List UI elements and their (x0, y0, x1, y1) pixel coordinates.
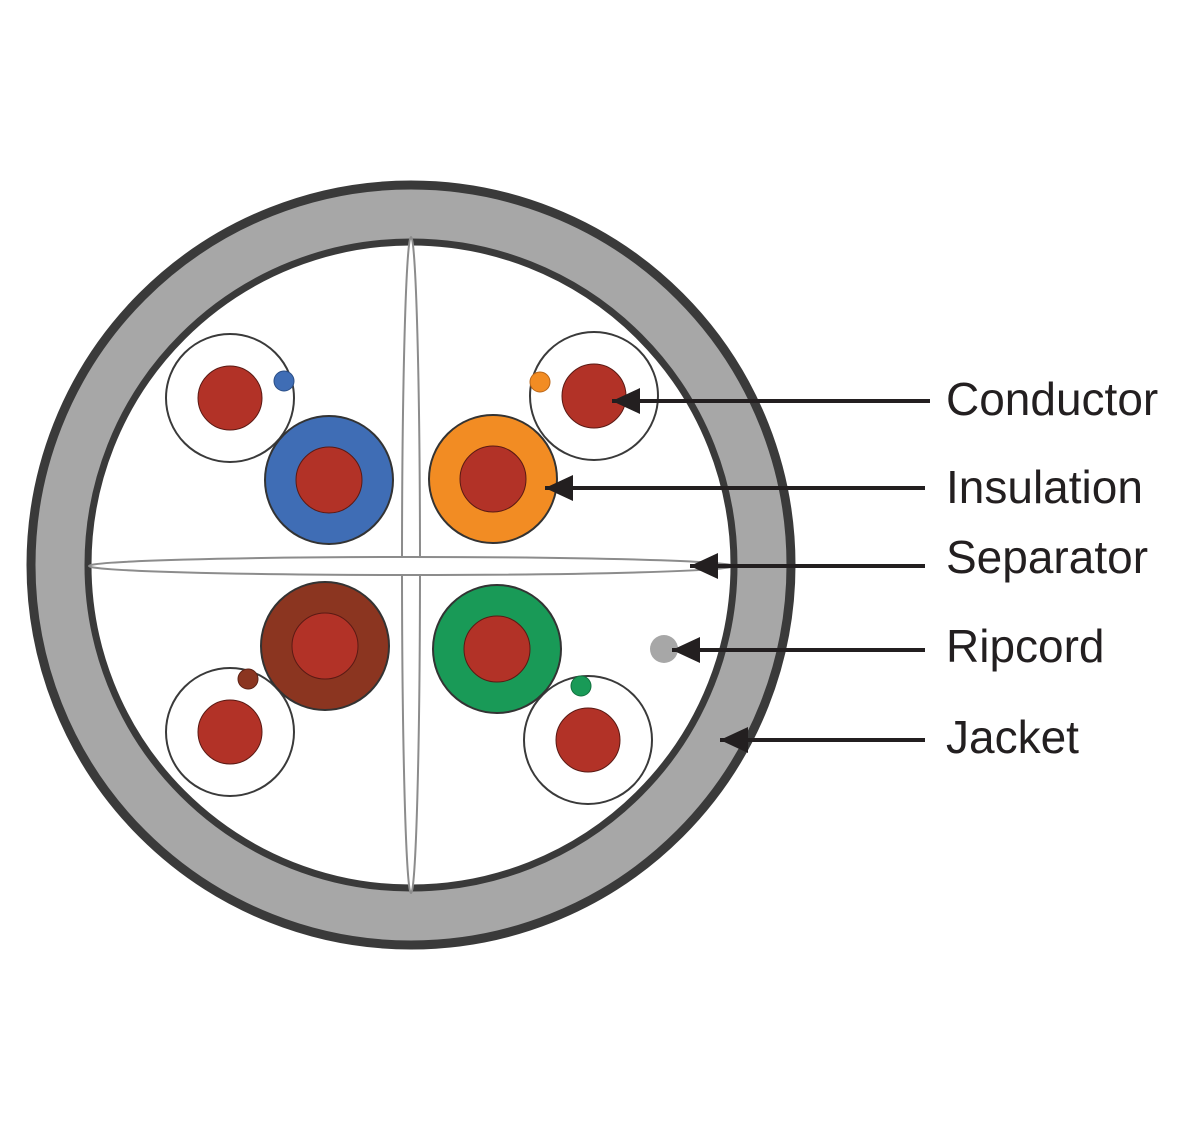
brown-tracer-stripe (237, 668, 259, 690)
pair-green (432, 584, 653, 805)
conductor-brown (291, 612, 359, 680)
conductor-white-brown (197, 699, 263, 765)
callouts (545, 388, 930, 753)
ripcord-label: Ripcord (946, 620, 1105, 672)
conductor-white-orange (561, 363, 627, 429)
conductor-white-green (555, 707, 621, 773)
conductor-label: Conductor (946, 373, 1158, 425)
green-tracer-stripe (570, 675, 592, 697)
conductor-blue (295, 446, 363, 514)
blue-tracer-stripe (273, 370, 295, 392)
jacket-callout-arrowhead (720, 727, 748, 753)
pair-orange (428, 331, 659, 544)
jacket-label: Jacket (946, 711, 1079, 763)
conductor-callout-arrowhead (612, 388, 640, 414)
pair-blue (165, 333, 394, 545)
separator-callout-arrowhead (690, 553, 718, 579)
orange-tracer-stripe (529, 371, 551, 393)
conductor-white-blue (197, 365, 263, 431)
conductor-orange (459, 445, 527, 513)
ripcord-callout-arrowhead (672, 637, 700, 663)
pair-brown (165, 581, 390, 797)
insulation-label: Insulation (946, 461, 1143, 513)
conductor-green (463, 615, 531, 683)
separator-label: Separator (946, 531, 1148, 583)
insulation-callout-arrowhead (545, 475, 573, 501)
ripcord (650, 635, 678, 663)
